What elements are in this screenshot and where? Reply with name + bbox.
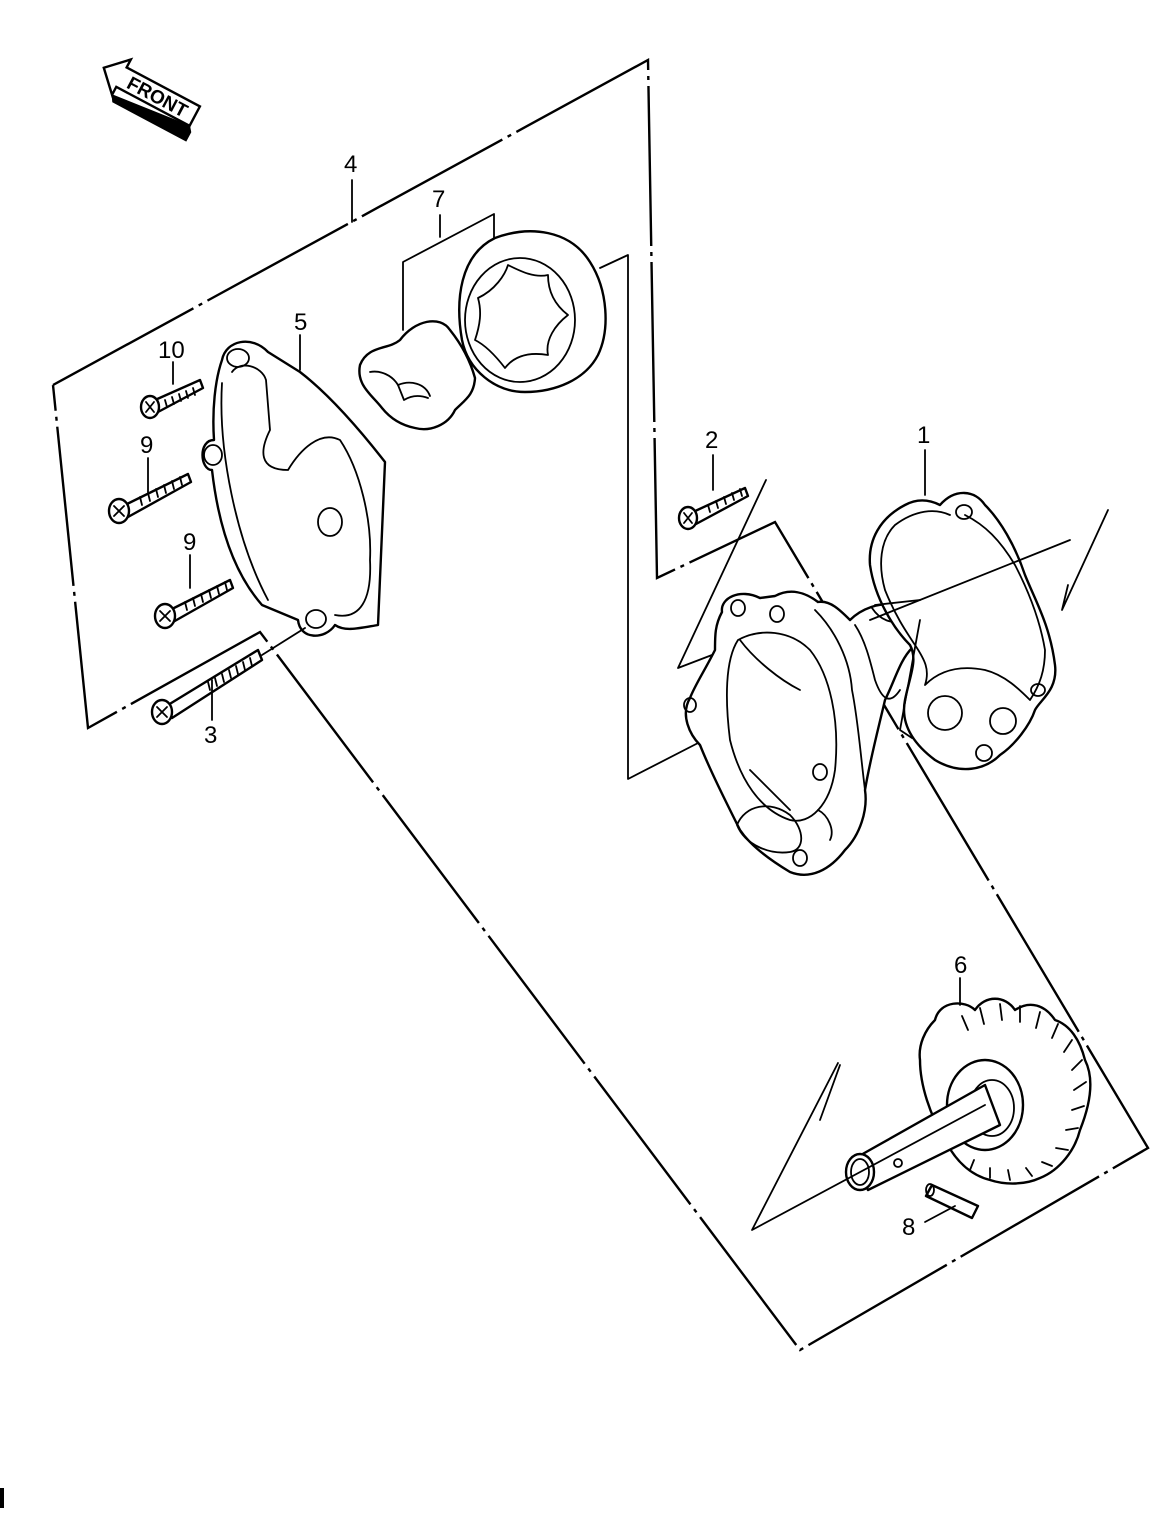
gear-shaft-alignment bbox=[751, 1062, 986, 1231]
screw-9-upper bbox=[107, 472, 193, 525]
callout-2: 2 bbox=[705, 427, 718, 454]
callout-numbers: 1 2 3 4 5 6 7 8 9 9 10 bbox=[140, 151, 967, 1241]
edge-mark bbox=[0, 1488, 4, 1508]
callout-6: 6 bbox=[954, 952, 967, 979]
screw-3-leader bbox=[261, 627, 306, 656]
screw-9-lower bbox=[153, 578, 235, 630]
callout-9-lower: 9 bbox=[183, 529, 196, 556]
pump-cover bbox=[201, 340, 387, 637]
callout-4: 4 bbox=[344, 151, 357, 178]
callout-leaders bbox=[147, 334, 961, 1006]
screw-2 bbox=[677, 486, 750, 531]
inner-rotor bbox=[358, 320, 477, 431]
callout-8: 8 bbox=[902, 1214, 915, 1241]
pump-body bbox=[683, 590, 920, 876]
gasket bbox=[868, 491, 1057, 771]
callout-5: 5 bbox=[294, 309, 307, 336]
outer-rotor bbox=[458, 230, 607, 394]
callout-1: 1 bbox=[917, 422, 930, 449]
front-arrow-icon: FRONT bbox=[102, 57, 202, 142]
gear-shaft-arrow bbox=[819, 1064, 841, 1121]
shaft-centerline bbox=[869, 509, 1109, 739]
pin bbox=[924, 1183, 980, 1223]
callout-10: 10 bbox=[158, 337, 185, 364]
callout-3: 3 bbox=[204, 722, 217, 749]
assembly-boundary bbox=[51, 57, 1150, 1352]
gear-shaft bbox=[844, 997, 1092, 1192]
screw-2-alignment bbox=[677, 479, 767, 669]
screw-3 bbox=[150, 648, 264, 726]
callout-7-bracket bbox=[402, 213, 495, 331]
callout-9-upper: 9 bbox=[140, 432, 153, 459]
screw-10 bbox=[139, 378, 205, 420]
callout-7: 7 bbox=[432, 186, 445, 213]
